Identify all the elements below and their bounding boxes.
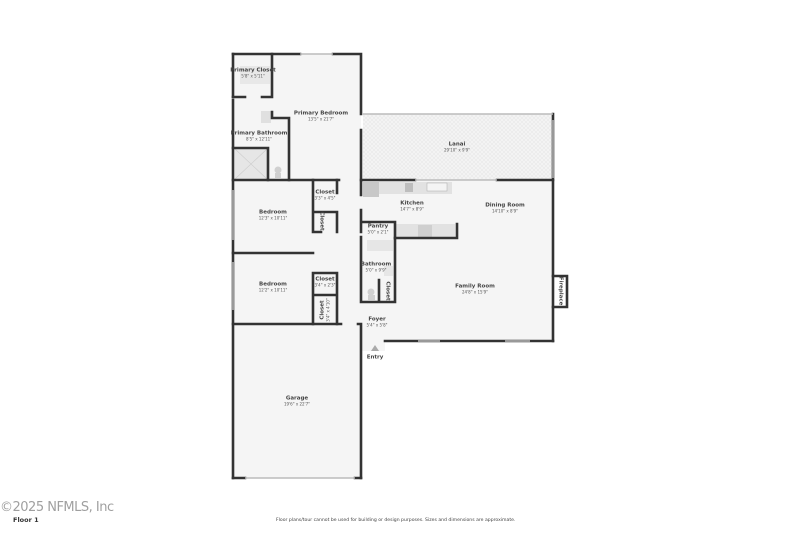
room-name: Bathroom — [360, 261, 392, 268]
fireplace: Fireplace — [557, 276, 564, 306]
room-name: Dining Room — [485, 202, 525, 209]
room-dims: 12'2" x 10'11" — [258, 286, 288, 292]
room-dims: 3'3" x 4'5" — [314, 194, 336, 200]
room-name: Primary Bedroom — [293, 110, 349, 117]
lanai-floor — [363, 114, 553, 180]
room-dims: 14'7" x 8'9" — [400, 205, 424, 211]
room-dims: 29'10" x 9'9" — [443, 146, 471, 152]
watermark: ©2025 NFMLS, Inc — [0, 500, 114, 515]
floor-label: Floor 1 — [13, 516, 39, 524]
room-name: Closet — [315, 189, 335, 196]
room-dims: 24'8" x 15'9" — [461, 288, 489, 294]
room-name: Bedroom — [259, 209, 287, 216]
room-name: Bedroom — [259, 281, 287, 288]
windows — [232, 53, 554, 479]
entry-arrow-icon — [371, 345, 379, 351]
room-dims: 19'6" x 22'7" — [283, 400, 311, 406]
room-dims: 3'4" x 4'10" — [324, 298, 330, 322]
room-dims: 13'5" x 21'7" — [307, 115, 335, 121]
room-name: Garage — [285, 395, 309, 402]
room-name: Primary Closet — [230, 67, 276, 74]
room-name: Fireplace — [557, 276, 564, 306]
room-name: Closet — [384, 281, 391, 301]
room-dims: 5'8" x 5'11" — [241, 72, 265, 78]
room-dims: 5'0" x 9'9" — [365, 266, 387, 272]
room-closet: Closet — [384, 281, 391, 301]
disclaimer: Floor plans/tour cannot be used for buil… — [276, 518, 516, 523]
room-name: Closet — [318, 211, 325, 231]
room-name: Family Room — [455, 283, 495, 290]
room-name: Lanai — [448, 141, 466, 148]
room-closet: Closet — [318, 211, 325, 231]
room-name: Pantry — [367, 223, 389, 230]
room-name: Foyer — [368, 316, 386, 323]
room-dims: 8'5" x 12'11" — [245, 135, 273, 141]
room-name: Kitchen — [400, 200, 424, 207]
room-dims: 3'4" x 2'3" — [314, 281, 336, 287]
room-dims: 5'0" x 2'1" — [367, 228, 389, 234]
room-dims: 5'4" x 5'8" — [366, 321, 388, 327]
room-name: Closet — [315, 276, 335, 283]
room-dims: 14'10" x 8'9" — [491, 207, 519, 213]
entry-label: Entry — [367, 355, 384, 362]
floor-areas — [233, 54, 553, 478]
room-dims: 12'3" x 10'11" — [258, 214, 288, 220]
room-name: Primary Bathroom — [230, 130, 288, 137]
room-name: Entry — [366, 354, 384, 361]
fixtures — [234, 66, 455, 300]
